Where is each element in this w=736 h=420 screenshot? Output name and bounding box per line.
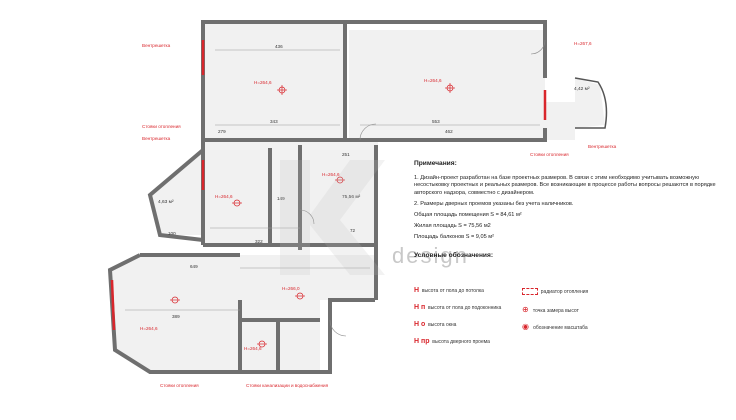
callout-heating-right: Стояки отопления	[530, 152, 569, 157]
callout-labels: Вентрешетка Стояки отопления Вентрешетка…	[142, 43, 617, 388]
dim-72: 72	[350, 228, 356, 233]
callout-sewer: Стояки канализации и водоснабжения	[246, 383, 329, 388]
callout-vent-top: Вентрешетка	[142, 43, 171, 48]
doors	[299, 39, 546, 337]
area-hall: 75,56 м²	[342, 194, 361, 200]
windows	[110, 40, 547, 331]
area-loggia-right: 4,42 м²	[574, 86, 590, 92]
balcony-right	[574, 77, 608, 129]
height-markers	[170, 83, 455, 348]
area-loggia-left: 4,63 м²	[158, 199, 174, 205]
dim-251: 251	[342, 152, 350, 157]
legend-h: H высота от пола до потолка	[414, 287, 484, 294]
legend-title: Условные обозначения:	[414, 251, 494, 259]
callout-vent-right: Вентрешетка	[588, 144, 617, 149]
legend-hpr: H пр высота дверного проема	[414, 338, 490, 345]
dim-462: 462	[445, 129, 453, 134]
note-2: 2. Размеры дверных проемов указаны без у…	[414, 200, 574, 207]
dim-100: 100	[168, 231, 176, 236]
notes-panel: Примечания: 1. Дизайн-проект разработан …	[412, 160, 730, 265]
legend-ho: H о высота окна	[414, 321, 457, 328]
height-lower-room: H=264,6	[140, 326, 158, 331]
dim-436: 436	[275, 44, 283, 49]
legend-hp: H п высота от пола до подоконника	[414, 304, 502, 311]
watermark-logo	[270, 155, 390, 280]
legend-measure-point: ⊕ точка замера высот	[522, 305, 579, 314]
dim-149: 149	[277, 196, 285, 201]
dim-389: 389	[172, 314, 180, 319]
watermark-text: design	[392, 243, 469, 268]
height-hall: H=264,6	[322, 172, 340, 177]
walls	[107, 20, 547, 374]
floor-areas	[110, 22, 605, 372]
legend-radiator: радиатор отопления	[522, 288, 588, 295]
height-loggia: H=267,6	[574, 41, 592, 46]
dim-553: 553	[432, 119, 440, 124]
area-labels: 75,56 м² 4,63 м² 4,42 м²	[158, 86, 590, 205]
callout-vent-left: Вентрешетка	[142, 136, 171, 141]
height-corridor: H=266,0	[282, 286, 300, 291]
dim-279: 279	[218, 129, 226, 134]
dimension-labels: 436 553 462 343 279 322 389 649 149 251 …	[168, 44, 453, 319]
height-kitchen: H=264,6	[215, 194, 233, 199]
dimension-lines	[125, 49, 540, 311]
total-area: Общая площадь помещения S = 84,61 м²	[414, 212, 522, 219]
callout-heating-left: Стояки отопления	[142, 124, 181, 129]
height-living: H=264,6	[254, 80, 272, 85]
dim-649: 649	[190, 264, 198, 269]
height-bath: H=264,6	[244, 346, 262, 351]
notes-title: Примечания:	[414, 160, 457, 167]
living-area: Жилая площадь S = 75,56 м2	[414, 223, 491, 230]
dim-343: 343	[270, 119, 278, 124]
balcony-area: Площадь балконов S = 9,05 м²	[414, 234, 494, 241]
room-height-labels: H=264,6 H=264,6 H=264,6 H=264,6 H=266,0 …	[140, 41, 592, 351]
note-1: 1. Дизайн-проект разработан на базе прое…	[414, 175, 716, 196]
legend-scale: ◉ обозначение масштаба	[522, 322, 588, 331]
dim-322: 322	[255, 239, 263, 244]
callout-heating-bottom: Стояки отопления	[160, 383, 199, 388]
height-bedroom: H=264,6	[424, 78, 442, 83]
